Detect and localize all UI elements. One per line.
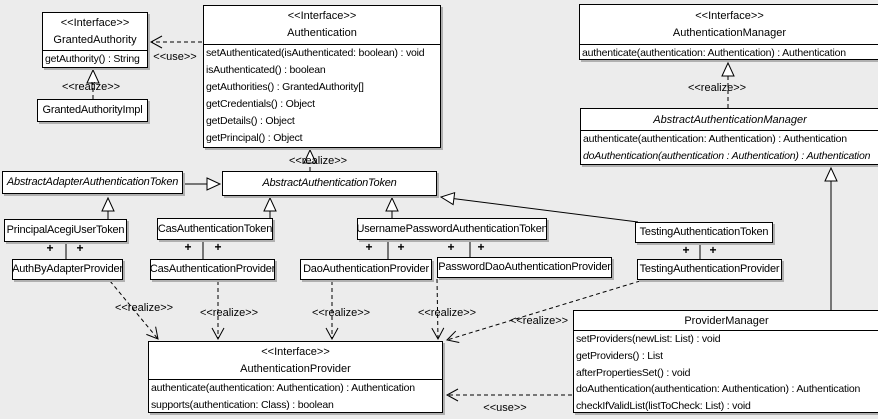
method: getCredentials() : Object — [206, 98, 315, 110]
stereotype: <<Interface>> — [287, 10, 357, 22]
method: getProviders() : List — [576, 349, 663, 362]
class-abstract-adapter-authentication-token: AbstractAdapterAuthenticationToken — [2, 171, 183, 194]
class-authentication-provider: <<Interface>> AuthenticationProvider aut… — [148, 341, 443, 413]
class-name: TestingAuthenticationProvider — [639, 263, 780, 275]
realize-label: <<realize>> — [199, 307, 259, 319]
class-cas-authentication-token: CasAuthenticationToken — [157, 218, 273, 240]
method: authenticate(authentication: Authenticat… — [151, 382, 415, 394]
realize-label: <<realize>> — [288, 155, 348, 167]
association-plus: + — [477, 240, 485, 254]
realize-label: <<realize>> — [417, 307, 477, 319]
class-header: AbstractAuthenticationManager — [581, 109, 878, 131]
class-name: GrantedAuthority — [53, 33, 137, 46]
association-plus: + — [397, 240, 405, 254]
method: getDetails() : Object — [206, 115, 295, 127]
association-plus: + — [709, 243, 717, 257]
association-plus: + — [76, 241, 84, 255]
method: getAuthority() : String — [45, 53, 140, 65]
class-granted-authority: <<Interface>> GrantedAuthority getAuthor… — [42, 12, 148, 68]
class-name: DaoAuthenticationProvider — [303, 263, 429, 275]
class-header: <<Interface>> AuthenticationManager — [580, 5, 878, 45]
method: getAuthorities() : GrantedAuthority[] — [206, 81, 364, 93]
class-name: AuthByAdapterProvider — [13, 263, 122, 275]
method: supports(authentication: Class) : boolea… — [151, 399, 334, 411]
class-name: Authentication — [287, 27, 357, 39]
method: setAuthenticated(isAuthenticated: boolea… — [206, 47, 425, 59]
class-name: UsernamePasswordAuthenticationToken — [358, 222, 546, 235]
class-name: CasAuthenticationProvider — [151, 263, 274, 275]
use-label: <<use>> — [483, 402, 527, 414]
class-header: ProviderManager — [574, 311, 878, 331]
class-name: AbstractAuthenticationManager — [653, 113, 807, 126]
class-auth-by-adapter-provider: AuthByAdapterProvider — [12, 259, 123, 280]
method: checkIfValidList(listToCheck: List) : vo… — [576, 400, 751, 413]
realize-label: <<realize>> — [687, 82, 747, 94]
method: setProviders(newList: List) : void — [576, 333, 721, 345]
method: doAuthentication(authentication : Authen… — [583, 150, 871, 162]
association-plus: + — [46, 241, 54, 255]
class-name: AbstractAdapterAuthenticationToken — [6, 176, 179, 188]
method: authenticate(authentication: Authenticat… — [583, 133, 847, 145]
stereotype: <<Interface>> — [695, 9, 764, 22]
class-username-password-authentication-token: UsernamePasswordAuthenticationToken — [357, 218, 547, 240]
class-name: PrincipalAcegiUserToken — [6, 224, 125, 236]
class-name: PasswordDaoAuthenticationProvider — [438, 261, 611, 273]
association-plus: + — [447, 240, 455, 254]
class-name: TestingAuthenticationToken — [639, 226, 769, 238]
class-name: GrantedAuthorityImpl — [42, 104, 143, 116]
method: authenticate(authentication: Authenticat… — [582, 47, 846, 59]
class-header: <<Interface>> GrantedAuthority — [43, 13, 147, 51]
method: isAuthenticated() : boolean — [206, 64, 326, 76]
class-header: <<Interface>> Authentication — [204, 6, 440, 45]
class-authentication: <<Interface>> Authentication setAuthenti… — [203, 5, 441, 148]
realize-label: <<realize>> — [114, 302, 174, 314]
edge-realize-authbyadapter-provider — [109, 280, 159, 340]
class-authentication-manager: <<Interface>> AuthenticationManager auth… — [579, 4, 878, 60]
class-dao-authentication-provider: DaoAuthenticationProvider — [300, 259, 432, 280]
realize-label: <<realize>> — [311, 307, 371, 319]
stereotype: <<Interface>> — [261, 345, 330, 358]
edge-realize-passworddao-provider — [431, 278, 445, 341]
use-label: <<use>> — [153, 51, 197, 63]
edge-realize-testing-provider — [446, 280, 641, 344]
class-name: AbstractAuthenticationToken — [262, 177, 397, 189]
class-principal-acegi-user-token: PrincipalAcegiUserToken — [4, 219, 127, 242]
class-name: CasAuthenticationToken — [158, 222, 272, 235]
edge-generalization-testing-token — [439, 191, 639, 223]
association-plus: + — [682, 243, 690, 257]
class-testing-authentication-provider: TestingAuthenticationProvider — [637, 259, 782, 280]
class-name: AuthenticationManager — [672, 26, 787, 39]
class-testing-authentication-token: TestingAuthenticationToken — [635, 222, 773, 243]
method: getPrincipal() : Object — [206, 132, 303, 144]
realize-label: <<realize>> — [61, 81, 121, 93]
class-password-dao-authentication-provider: PasswordDaoAuthenticationProvider — [437, 257, 612, 278]
class-cas-authentication-provider: CasAuthenticationProvider — [150, 259, 275, 280]
realize-label: <<realize>> — [509, 315, 569, 327]
class-name: ProviderManager — [684, 314, 769, 327]
class-provider-manager: ProviderManager setProviders(newList: Li… — [573, 310, 878, 413]
class-name: AuthenticationProvider — [240, 362, 351, 375]
class-granted-authority-impl: GrantedAuthorityImpl — [37, 99, 148, 122]
association-plus: + — [365, 240, 373, 254]
stereotype: <<Interface>> — [60, 16, 130, 29]
class-header: <<Interface>> AuthenticationProvider — [149, 342, 442, 380]
method: doAuthentication(authentication: Authent… — [576, 383, 861, 396]
association-plus: + — [214, 240, 222, 254]
method: afterPropertiesSet() : void — [576, 366, 691, 379]
association-plus: + — [184, 240, 192, 254]
class-abstract-authentication-token: AbstractAuthenticationToken — [222, 171, 437, 196]
class-abstract-authentication-manager: AbstractAuthenticationManager authentica… — [580, 108, 878, 165]
